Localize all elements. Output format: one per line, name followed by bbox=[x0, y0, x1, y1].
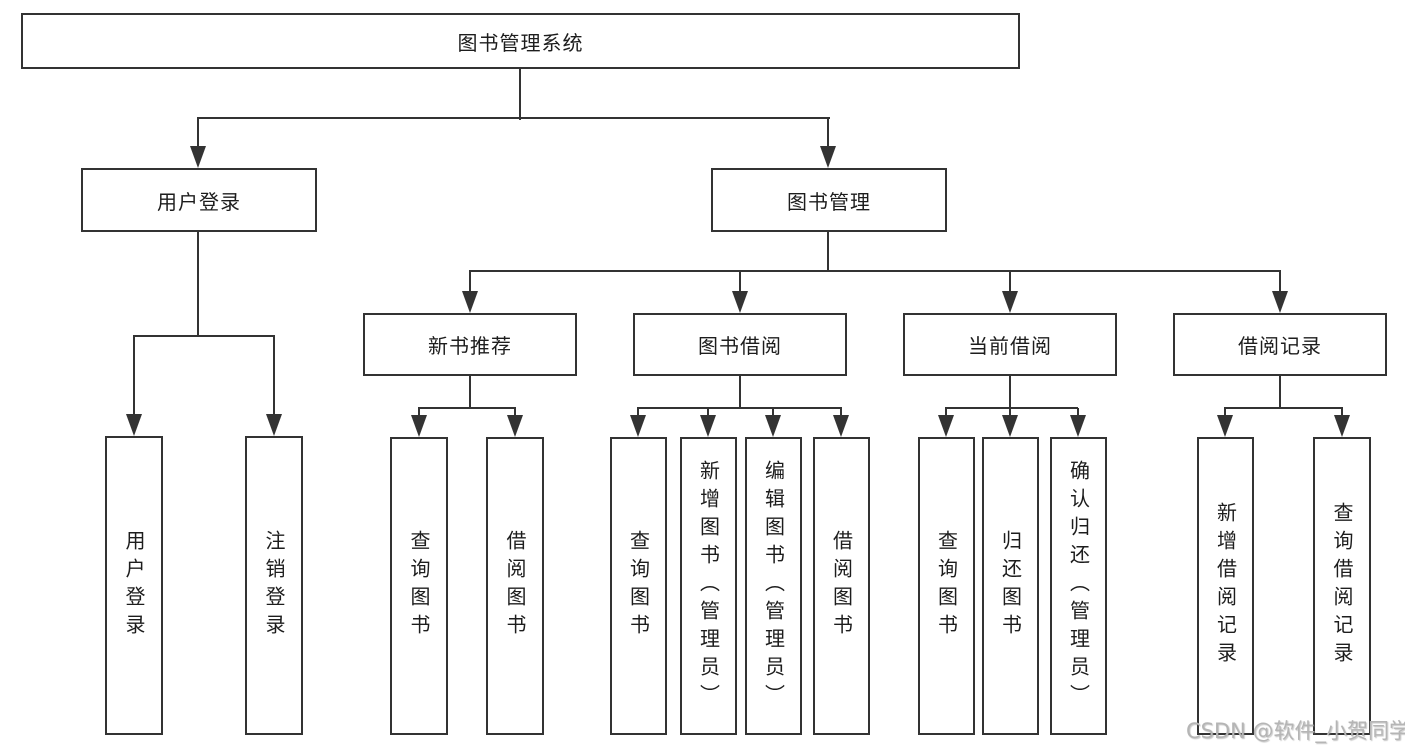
leaf-bb-add-books-admin: 新增图书（管理员） bbox=[680, 437, 737, 735]
arrow-down-icon bbox=[190, 146, 206, 168]
connector-drop bbox=[1009, 408, 1011, 420]
connector-drop-book-borrow bbox=[739, 271, 741, 295]
connector-drop bbox=[418, 408, 420, 420]
connector-drop bbox=[707, 408, 709, 420]
node-current-borrow-label: 当前借阅 bbox=[968, 334, 1052, 358]
connector-drop bbox=[637, 408, 639, 420]
leaf-bb-edit-books-admin-label: 编辑图书（管理员） bbox=[761, 460, 786, 712]
leaf-cb-confirm-return-admin: 确认归还（管理员） bbox=[1050, 437, 1107, 735]
leaf-bb-edit-books-admin: 编辑图书（管理员） bbox=[745, 437, 802, 735]
arrow-down-icon bbox=[1334, 415, 1350, 437]
arrow-down-icon bbox=[630, 415, 646, 437]
leaf-nbr-borrow-books-label: 借阅图书 bbox=[503, 530, 527, 642]
leaf-br-add-record-label: 新增借阅记录 bbox=[1213, 502, 1238, 670]
node-book-mgmt-label: 图书管理 bbox=[787, 189, 871, 214]
connector-drop bbox=[840, 408, 842, 420]
connector-drop bbox=[1224, 408, 1226, 420]
connector-user-login-trunk bbox=[197, 232, 199, 337]
arrow-down-icon bbox=[1002, 291, 1018, 313]
connector-current-borrow-trunk bbox=[1009, 376, 1011, 409]
connector-new-book-rec-bar bbox=[418, 407, 516, 409]
arrow-down-icon bbox=[411, 415, 427, 437]
arrow-down-icon bbox=[765, 415, 781, 437]
leaf-cb-confirm-return-admin-label: 确认归还（管理员） bbox=[1066, 460, 1091, 712]
leaf-bb-borrow-books-label: 借阅图书 bbox=[829, 530, 854, 642]
arrow-down-icon bbox=[462, 291, 478, 313]
connector-drop-current-borrow bbox=[1009, 271, 1011, 295]
node-new-book-rec-label: 新书推荐 bbox=[428, 334, 512, 358]
leaf-nbr-query-books: 查询图书 bbox=[390, 437, 448, 735]
arrow-down-icon bbox=[1217, 415, 1233, 437]
leaf-br-query-record-label: 查询借阅记录 bbox=[1330, 502, 1354, 670]
connector-root-trunk bbox=[519, 69, 521, 120]
arrow-down-icon bbox=[266, 414, 282, 436]
connector-drop-borrow-record bbox=[1279, 271, 1281, 295]
node-root-label: 图书管理系统 bbox=[457, 30, 584, 55]
connector-level3-bar bbox=[469, 270, 1281, 272]
connector-drop bbox=[1077, 408, 1079, 420]
leaf-bb-borrow-books: 借阅图书 bbox=[813, 437, 870, 735]
leaf-br-query-record: 查询借阅记录 bbox=[1313, 437, 1371, 735]
node-current-borrow: 当前借阅 bbox=[903, 313, 1117, 376]
arrow-down-icon bbox=[1070, 415, 1086, 437]
connector-book-borrow-trunk bbox=[739, 376, 741, 409]
leaf-bb-query-books: 查询图书 bbox=[610, 437, 667, 735]
leaf-cb-query-books-label: 查询图书 bbox=[934, 530, 959, 642]
connector-borrow-record-trunk bbox=[1279, 376, 1281, 409]
connector-book-borrow-bar bbox=[637, 407, 842, 409]
leaf-bb-query-books-label: 查询图书 bbox=[626, 530, 651, 642]
connector-book-mgmt-trunk bbox=[827, 232, 829, 272]
leaf-cb-return-books-label: 归还图书 bbox=[998, 530, 1023, 642]
connector-new-book-rec-trunk bbox=[469, 376, 471, 409]
connector-drop-book-mgmt bbox=[827, 118, 829, 150]
connector-drop bbox=[945, 408, 947, 420]
node-book-borrow: 图书借阅 bbox=[633, 313, 847, 376]
node-book-mgmt: 图书管理 bbox=[711, 168, 947, 232]
connector-drop-new-book-rec bbox=[469, 271, 471, 295]
leaf-br-add-record: 新增借阅记录 bbox=[1197, 437, 1254, 735]
leaf-logout-label: 注销登录 bbox=[262, 529, 286, 642]
node-book-borrow-label: 图书借阅 bbox=[698, 334, 782, 358]
node-root: 图书管理系统 bbox=[21, 13, 1020, 69]
node-user-login-label: 用户登录 bbox=[157, 189, 241, 214]
connector-drop-leaf-logout bbox=[273, 336, 275, 418]
node-user-login: 用户登录 bbox=[81, 168, 317, 232]
arrow-down-icon bbox=[1272, 291, 1288, 313]
leaf-user-login: 用户登录 bbox=[105, 436, 163, 735]
arrow-down-icon bbox=[700, 415, 716, 437]
leaf-user-login-label: 用户登录 bbox=[122, 529, 146, 642]
connector-user-login-bar bbox=[133, 335, 275, 337]
connector-current-borrow-bar bbox=[945, 407, 1078, 409]
connector-drop bbox=[772, 408, 774, 420]
node-new-book-rec: 新书推荐 bbox=[363, 313, 577, 376]
connector-drop-leaf-user-login bbox=[133, 336, 135, 418]
leaf-cb-return-books: 归还图书 bbox=[982, 437, 1039, 735]
node-borrow-record-label: 借阅记录 bbox=[1238, 334, 1322, 358]
node-borrow-record: 借阅记录 bbox=[1173, 313, 1387, 376]
arrow-down-icon bbox=[833, 415, 849, 437]
arrow-down-icon bbox=[732, 291, 748, 313]
connector-drop bbox=[1341, 408, 1343, 420]
leaf-nbr-borrow-books: 借阅图书 bbox=[486, 437, 544, 735]
leaf-nbr-query-books-label: 查询图书 bbox=[407, 530, 431, 642]
leaf-logout: 注销登录 bbox=[245, 436, 303, 735]
arrow-down-icon bbox=[126, 414, 142, 436]
leaf-cb-query-books: 查询图书 bbox=[918, 437, 975, 735]
connector-level2-bar bbox=[197, 117, 830, 119]
connector-drop-user-login bbox=[197, 118, 199, 150]
arrow-down-icon bbox=[1002, 415, 1018, 437]
connector-drop bbox=[514, 408, 516, 420]
connector-borrow-record-bar bbox=[1224, 407, 1343, 409]
arrow-down-icon bbox=[820, 146, 836, 168]
arrow-down-icon bbox=[938, 415, 954, 437]
leaf-bb-add-books-admin-label: 新增图书（管理员） bbox=[696, 460, 721, 712]
arrow-down-icon bbox=[507, 415, 523, 437]
csdn-watermark: CSDN @软件_小贺同学 bbox=[1186, 719, 1405, 743]
